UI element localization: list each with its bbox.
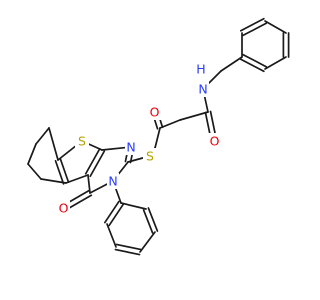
bond-layer xyxy=(27,17,290,256)
bond-4 xyxy=(264,20,287,34)
bond-25-a xyxy=(54,160,65,185)
bond-37-a xyxy=(147,207,159,232)
atom-s-linker: S xyxy=(143,148,157,164)
atom-o-amide: O xyxy=(208,133,221,149)
atom-o-ketone: O xyxy=(148,104,161,120)
bond-35-b xyxy=(115,243,142,251)
atom-label-layer: S S N H N N O O xyxy=(57,61,221,216)
bond-30 xyxy=(35,127,50,145)
atom-n-ring-phenyl: N xyxy=(107,173,119,189)
bond-5-b xyxy=(242,22,268,37)
atom-label-h-amide: H xyxy=(196,62,205,77)
bond-27 xyxy=(40,178,67,184)
atom-o-ring: O xyxy=(57,200,70,216)
bond-5-a xyxy=(239,17,265,32)
bond-10 xyxy=(179,111,209,121)
bond-35-a xyxy=(114,248,141,256)
atom-label-n-amide: N xyxy=(198,82,207,97)
atom-s-thiophene: S xyxy=(75,133,89,149)
bond-25-b xyxy=(59,158,70,183)
bond-34 xyxy=(106,223,117,248)
atom-label-n-ring-phenyl: N xyxy=(108,174,117,189)
atom-n-amide: N xyxy=(197,81,209,97)
atom-label-n-ring-top: N xyxy=(126,140,135,155)
bond-11 xyxy=(159,119,181,129)
bond-20 xyxy=(87,174,91,194)
bond-37-b xyxy=(142,209,154,234)
bond-33-a xyxy=(103,200,120,224)
structure-canvas: S S N H N N O O xyxy=(27,17,290,256)
atom-n-ring-top: N xyxy=(125,139,137,155)
bond-1-b xyxy=(242,53,268,68)
atom-label-s-thiophene: S xyxy=(78,134,86,149)
atom-label-o-ketone: O xyxy=(150,105,160,120)
molecule-diagram: S S N H N N O O xyxy=(27,17,290,256)
bond-29 xyxy=(27,143,37,165)
bond-21-b xyxy=(84,147,101,175)
atom-h-amide: H xyxy=(195,61,207,77)
bond-2 xyxy=(264,56,287,70)
bond-0 xyxy=(220,56,243,72)
atom-label-o-amide: O xyxy=(210,134,220,149)
bond-38 xyxy=(120,202,147,210)
bond-28 xyxy=(27,163,42,180)
bond-26 xyxy=(65,174,89,184)
atom-label-o-ring: O xyxy=(59,201,69,216)
bond-21-a xyxy=(89,150,106,178)
atom-label-s-linker: S xyxy=(146,149,154,164)
bond-13 xyxy=(154,127,161,149)
bond-31 xyxy=(48,127,59,161)
bond-36 xyxy=(139,231,156,253)
bond-33-b xyxy=(108,203,125,227)
bond-1-a xyxy=(239,58,265,73)
